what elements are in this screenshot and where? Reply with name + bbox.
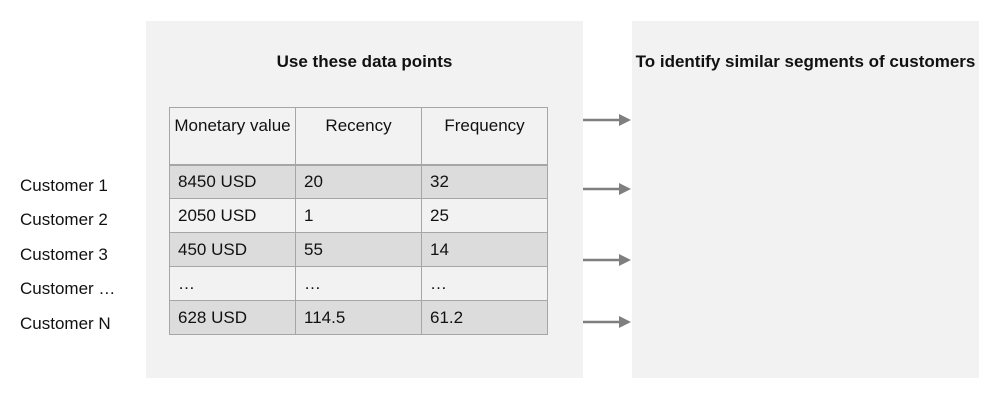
- cell-monetary: 2050 USD: [169, 198, 296, 233]
- row-label-customer-3: Customer 3: [20, 245, 108, 264]
- segments-title: To identify similar segments of customer…: [635, 52, 976, 71]
- cell-frequency: 25: [421, 198, 548, 233]
- cell-frequency: 61.2: [421, 300, 548, 335]
- cell-frequency: 14: [421, 232, 548, 267]
- cell-monetary: …: [169, 266, 296, 301]
- data-points-title: Use these data points: [276, 52, 453, 71]
- cell-monetary: 628 USD: [169, 300, 296, 335]
- table-row: 628 USD 114.5 61.2: [169, 300, 548, 335]
- cell-recency: …: [295, 266, 422, 301]
- header-recency: Recency: [295, 107, 422, 166]
- table-header-row: Monetary value Recency Frequency: [169, 107, 548, 166]
- cell-frequency: …: [421, 266, 548, 301]
- row-label-customer-2: Customer 2: [20, 210, 108, 229]
- cell-monetary: 450 USD: [169, 232, 296, 267]
- row-label-customer-1: Customer 1: [20, 176, 108, 195]
- arrow-right-icon: [583, 316, 631, 328]
- table-row: 450 USD 55 14: [169, 232, 548, 267]
- cell-recency: 20: [295, 164, 422, 199]
- cell-monetary: 8450 USD: [169, 164, 296, 199]
- rfm-table: Monetary value Recency Frequency 8450 US…: [169, 107, 548, 335]
- cell-frequency: 32: [421, 164, 548, 199]
- table-row: 2050 USD 1 25: [169, 198, 548, 233]
- arrow-right-icon: [583, 183, 631, 195]
- table-row: 8450 USD 20 32: [169, 164, 548, 199]
- cell-recency: 114.5: [295, 300, 422, 335]
- row-label-customer-ellipsis: Customer …: [20, 279, 116, 298]
- arrow-right-icon: [583, 254, 631, 266]
- cell-recency: 55: [295, 232, 422, 267]
- header-frequency: Frequency: [421, 107, 548, 166]
- row-label-customer-n: Customer N: [20, 314, 111, 333]
- arrow-right-icon: [583, 114, 631, 126]
- table-row: … … …: [169, 266, 548, 301]
- header-monetary-value: Monetary value: [169, 107, 296, 166]
- cell-recency: 1: [295, 198, 422, 233]
- segments-panel: [632, 21, 979, 378]
